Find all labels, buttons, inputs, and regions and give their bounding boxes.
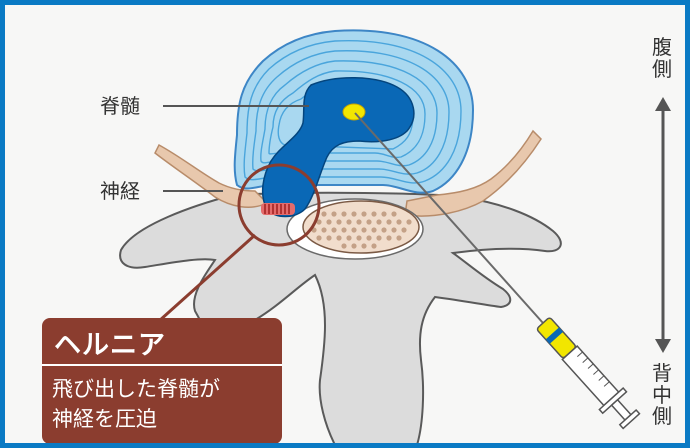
nerve-dot <box>366 219 371 224</box>
nerve-dot <box>336 219 341 224</box>
nerve-dot <box>396 235 401 240</box>
spinal-cord-dot <box>343 104 365 120</box>
nerve-dot <box>361 243 366 248</box>
nerve-dot <box>401 227 406 232</box>
nerve-dot <box>316 235 321 240</box>
nerve-dot <box>386 235 391 240</box>
nerve-dot <box>386 219 391 224</box>
nerve-dot <box>361 211 366 216</box>
nerve-dot <box>336 235 341 240</box>
nerve-dot <box>391 227 396 232</box>
nerve-dot <box>351 243 356 248</box>
nerve-dot <box>346 219 351 224</box>
nerve-dot <box>326 235 331 240</box>
nerve-dot <box>376 235 381 240</box>
label-dorsal: 背中側 <box>651 363 673 428</box>
compressed-nerve-hatch <box>261 203 295 215</box>
nerve-dot <box>351 227 356 232</box>
label-nerve: 神経 <box>100 181 140 201</box>
nerve-dot <box>356 219 361 224</box>
syringe <box>531 312 643 432</box>
nerve-dot <box>366 235 371 240</box>
spinal-canal <box>303 201 419 253</box>
nerve-dot <box>341 243 346 248</box>
nerve-dot <box>341 211 346 216</box>
callout-divider <box>42 364 282 366</box>
nerve-dot <box>406 219 411 224</box>
label-ventral: 腹側 <box>651 37 673 80</box>
nerve-dot <box>396 219 401 224</box>
nerve-dot <box>376 219 381 224</box>
nerve-dot <box>361 227 366 232</box>
nerve-dot <box>371 211 376 216</box>
nerve-dot <box>381 227 386 232</box>
callout-line-1: 飛び出した脊髄が <box>52 374 280 404</box>
nerve-dot <box>326 219 331 224</box>
nerve-dot <box>321 227 326 232</box>
nerve-dot <box>381 211 386 216</box>
nerve-dot <box>371 227 376 232</box>
callout-line-2: 神経を圧迫 <box>52 404 280 434</box>
callout-title: ヘルニア <box>54 323 166 362</box>
nerve-dot <box>331 211 336 216</box>
nerve-dot <box>346 235 351 240</box>
nerve-dot <box>391 211 396 216</box>
nerve-dot <box>356 235 361 240</box>
orientation-arrow <box>655 97 671 353</box>
nerve-dot <box>331 227 336 232</box>
hernia-callout: ヘルニア 飛び出した脊髄が 神経を圧迫 <box>42 318 282 444</box>
nerve-dot <box>371 243 376 248</box>
nerve-dot <box>351 211 356 216</box>
label-spinal-cord: 脊髄 <box>100 96 140 116</box>
callout-body: 飛び出した脊髄が 神経を圧迫 <box>52 374 280 434</box>
nerve-dot <box>321 211 326 216</box>
nerve-dot <box>341 227 346 232</box>
